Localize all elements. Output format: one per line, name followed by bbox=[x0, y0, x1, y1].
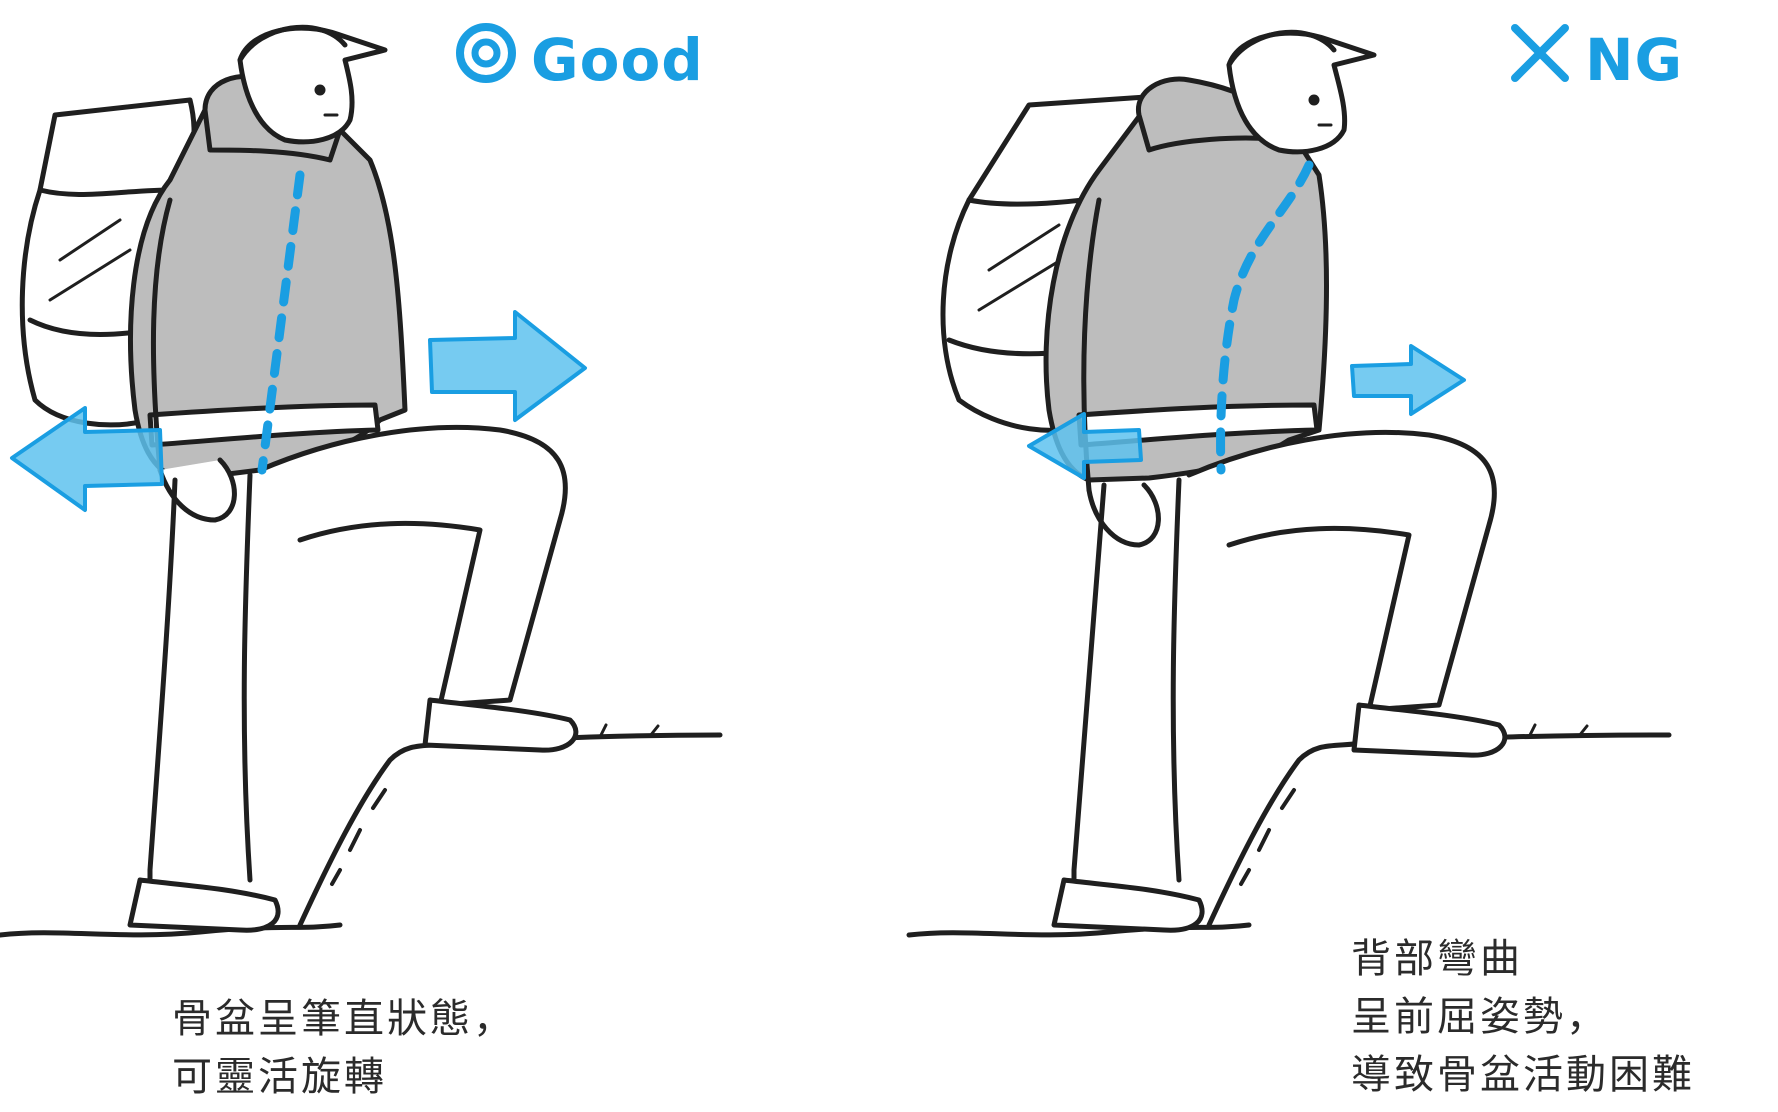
head bbox=[237, 25, 388, 145]
boot-front bbox=[1351, 702, 1508, 758]
spine-line bbox=[257, 170, 305, 475]
ground-line bbox=[906, 922, 1252, 938]
ng-panel: NG 背部彎曲 呈前屈姿勢， 導致骨盆活動困難 bbox=[889, 0, 1778, 1112]
raised-leg bbox=[1186, 429, 1497, 713]
ng-caption-line: 呈前屈姿勢， bbox=[1351, 994, 1609, 1040]
ground-step bbox=[297, 732, 723, 928]
forward-arrow bbox=[1350, 344, 1466, 416]
boot-back bbox=[1051, 877, 1205, 933]
ng-caption-line: 導致骨盆活動困難 bbox=[1351, 1052, 1695, 1098]
ng-caption: 背部彎曲 呈前屈姿勢， 導致骨盆活動困難 bbox=[1351, 930, 1695, 1104]
boot-front bbox=[422, 697, 579, 753]
cross-icon bbox=[1509, 22, 1571, 98]
good-label-text: Good bbox=[531, 26, 704, 94]
raised-leg bbox=[257, 424, 568, 708]
standing-leg bbox=[147, 477, 178, 908]
ng-caption-line: 背部彎曲 bbox=[1351, 936, 1523, 982]
backward-arrow bbox=[10, 406, 164, 512]
forward-arrow bbox=[428, 310, 587, 422]
good-caption-line: 可靈活旋轉 bbox=[172, 1054, 387, 1100]
boot-back bbox=[127, 877, 281, 933]
good-caption: 骨盆呈筆直狀態， 可靈活旋轉 bbox=[172, 990, 516, 1106]
good-label: Good bbox=[455, 22, 704, 98]
ground-step bbox=[1206, 732, 1672, 928]
ng-posture-illustration bbox=[906, 29, 1672, 938]
good-caption-line: 骨盆呈筆直狀態， bbox=[172, 996, 516, 1042]
backward-arrow bbox=[1027, 412, 1143, 480]
good-panel: Good 骨盆呈筆直狀態， 可靈活旋轉 bbox=[0, 22, 723, 1106]
ng-label: NG bbox=[1509, 22, 1683, 98]
ng-label-text: NG bbox=[1585, 26, 1684, 94]
spine-line bbox=[1216, 160, 1314, 475]
ground-line bbox=[0, 922, 343, 938]
double-circle-icon bbox=[455, 22, 517, 98]
standing-leg bbox=[1071, 482, 1107, 908]
good-posture-illustration bbox=[0, 24, 723, 938]
